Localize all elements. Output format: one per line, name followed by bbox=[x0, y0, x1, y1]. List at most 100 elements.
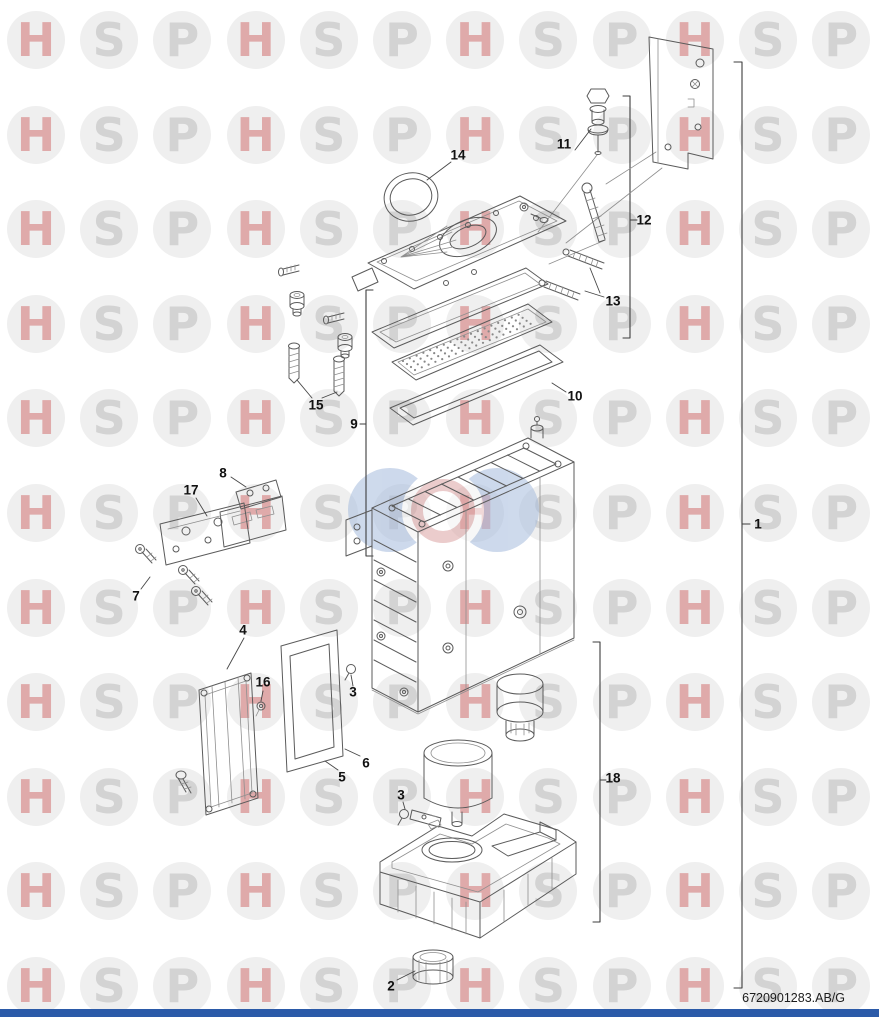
watermark-letter-circle: P bbox=[153, 673, 212, 732]
callout-17: 17 bbox=[183, 482, 199, 498]
door-panel-4 bbox=[175, 672, 259, 816]
watermark-letter-circle: H bbox=[7, 389, 65, 448]
bracket-8 bbox=[235, 479, 282, 510]
watermark-letter-circle: H bbox=[226, 862, 285, 921]
watermark-letter-circle: P bbox=[812, 767, 871, 826]
watermark-letter-circle: S bbox=[519, 767, 578, 826]
watermark-letter-circle: P bbox=[812, 294, 871, 353]
callout-4: 4 bbox=[239, 622, 247, 638]
watermark-letter-circle: S bbox=[80, 294, 139, 353]
watermark-letter-circle: H bbox=[226, 767, 285, 826]
watermark-letter-circle: H bbox=[7, 767, 65, 826]
watermark-letter-circle: S bbox=[299, 484, 358, 542]
watermark-letter-circle: H bbox=[446, 11, 505, 69]
callout-3-upper: 3 bbox=[349, 684, 357, 700]
watermark-letter-circle: P bbox=[592, 673, 651, 732]
watermark-letter-circle: P bbox=[592, 767, 651, 826]
watermark-letter-circle: H bbox=[7, 578, 65, 637]
watermark-letter-circle: H bbox=[446, 105, 505, 164]
screws-7 bbox=[135, 544, 213, 606]
watermark-letter-circle: P bbox=[153, 389, 212, 448]
watermark-letter-circle: S bbox=[80, 105, 139, 164]
watermark-letter-circle: H bbox=[665, 389, 724, 448]
assembly-axis-lines bbox=[537, 151, 663, 265]
watermark-letter-circle: P bbox=[373, 957, 431, 1015]
watermark-letter-circle: P bbox=[592, 578, 651, 637]
o-ring-14 bbox=[383, 172, 439, 222]
watermark-letter-circle: H bbox=[665, 200, 724, 259]
watermark-letter-circle: S bbox=[299, 105, 358, 164]
watermark-letter-circle: P bbox=[153, 200, 212, 259]
fasteners-15 bbox=[278, 264, 353, 397]
watermark-letter-circle: H bbox=[665, 862, 724, 921]
callout-10: 10 bbox=[567, 388, 583, 404]
watermark-letter-circle: S bbox=[739, 200, 797, 259]
watermark-letter-circle: S bbox=[299, 767, 358, 826]
watermark-letter-circle: S bbox=[739, 389, 797, 448]
watermark-letter-circle: H bbox=[665, 957, 724, 1015]
manifold-assembly bbox=[351, 195, 567, 292]
callout-2: 2 bbox=[387, 978, 395, 994]
watermark-letter-circle: S bbox=[739, 767, 797, 826]
watermark-letter-circle: S bbox=[739, 957, 797, 1015]
clip-3-upper bbox=[344, 664, 356, 681]
watermark-letter-circle: H bbox=[665, 105, 724, 164]
watermark-letter-circle: P bbox=[153, 578, 212, 637]
callout-18: 18 bbox=[605, 770, 621, 786]
watermark-letter-circle: S bbox=[80, 767, 139, 826]
watermark-letter-circle: P bbox=[592, 862, 651, 921]
gasket-ring-10 bbox=[389, 344, 564, 426]
watermark-letter-circle: H bbox=[665, 11, 724, 69]
watermark-letter-circle: P bbox=[812, 673, 871, 732]
heat-exchanger-body bbox=[345, 416, 575, 742]
watermark-letter-circle: S bbox=[80, 200, 139, 259]
watermark-letter-circle: P bbox=[373, 862, 431, 921]
watermark-letter-circle: S bbox=[519, 957, 578, 1015]
plate-17 bbox=[159, 495, 287, 566]
watermark-letter-circle: S bbox=[80, 673, 139, 732]
watermark-letter-circle: S bbox=[299, 11, 358, 69]
callout-1: 1 bbox=[754, 516, 762, 532]
callout-7: 7 bbox=[132, 588, 140, 604]
gasket-frame-5-6 bbox=[280, 629, 344, 773]
watermark-letter-circle: H bbox=[7, 200, 65, 259]
bracket-12 bbox=[622, 95, 638, 339]
watermark-letter-circle: H bbox=[7, 957, 65, 1015]
watermark-letter-circle: S bbox=[80, 578, 139, 637]
watermark-letter-circle: P bbox=[153, 11, 212, 69]
watermark-letter-circle: P bbox=[812, 200, 871, 259]
base-tray bbox=[379, 813, 577, 939]
watermark-letter-circle: P bbox=[812, 578, 871, 637]
watermark-letter-circle: P bbox=[153, 862, 212, 921]
watermark-letter-circle: H bbox=[226, 957, 285, 1015]
watermark-letter-circle: H bbox=[7, 11, 65, 69]
watermark-letter-circle: S bbox=[519, 862, 578, 921]
watermark-letter-circle: P bbox=[373, 673, 431, 732]
watermark-letter-circle: S bbox=[739, 294, 797, 353]
watermark-letter-circle: P bbox=[592, 957, 651, 1015]
watermark-letter-circle: S bbox=[80, 862, 139, 921]
watermark-letter-circle: S bbox=[739, 105, 797, 164]
callout-15: 15 bbox=[308, 397, 324, 413]
watermark-letter-circle: S bbox=[80, 11, 139, 69]
watermark-letter-circle: S bbox=[739, 673, 797, 732]
watermark-letter-circle: P bbox=[812, 957, 871, 1015]
watermark-letter-circle: H bbox=[446, 578, 505, 637]
watermark-letter-circle: S bbox=[299, 957, 358, 1015]
watermark-letter-circle: P bbox=[592, 484, 651, 542]
callout-9: 9 bbox=[350, 416, 358, 432]
bracket-1 bbox=[733, 61, 751, 989]
callout-8: 8 bbox=[219, 465, 227, 481]
watermark-letter-circle: P bbox=[812, 105, 871, 164]
watermark-letter-circle: H bbox=[226, 673, 285, 732]
bracket-9 bbox=[359, 289, 374, 557]
watermark-letter-circle: S bbox=[739, 862, 797, 921]
watermark-letter-circle: H bbox=[226, 11, 285, 69]
watermark-letter-circle: S bbox=[299, 862, 358, 921]
watermark-letter-circle: S bbox=[519, 578, 578, 637]
watermark-letter-circle: S bbox=[739, 484, 797, 542]
watermark-letter-circle: S bbox=[739, 11, 797, 69]
watermark-letter-circle: P bbox=[592, 105, 651, 164]
